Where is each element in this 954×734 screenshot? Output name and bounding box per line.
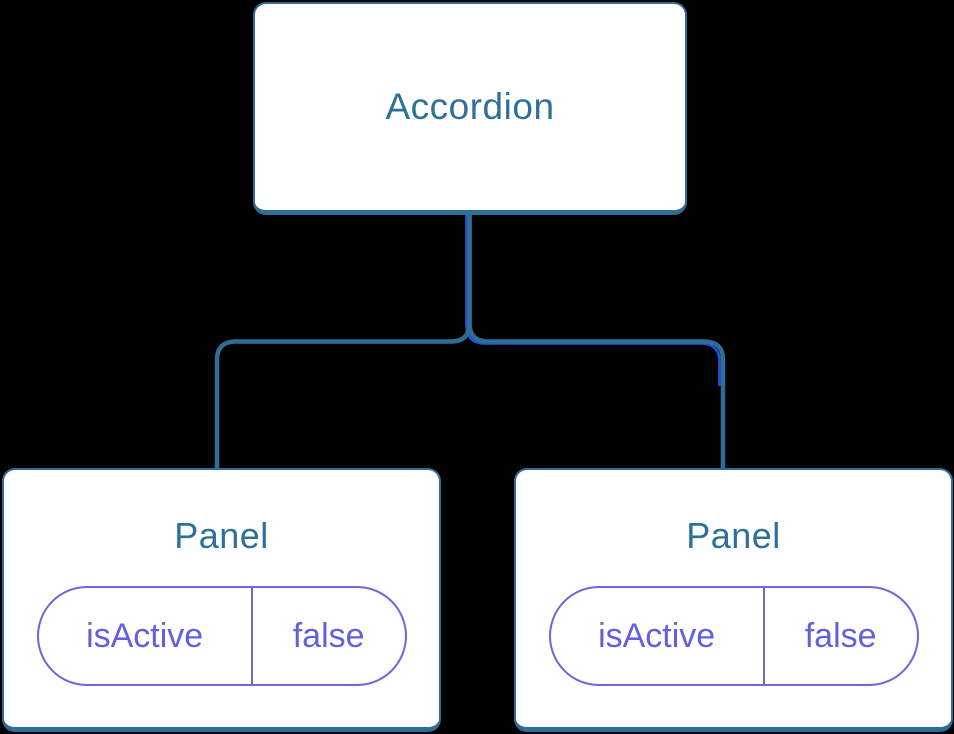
node-accordion-label: Accordion [385,86,555,127]
panel-2-state-pill: isActive false [548,586,919,687]
panel-1-state-pill: isActive false [36,586,407,687]
panel-1-state-value: false [292,616,365,655]
panel-1-state-key: isActive [39,588,253,685]
panel-2-state-key: isActive [551,588,765,685]
node-panel-1-title: Panel [174,515,269,556]
edge-accordion-to-panel-1 [214,210,472,470]
node-panel-2: Panel isActive false [514,468,953,732]
edge-accordion-to-panel-2 [467,210,726,470]
panel-2-state-value: false [804,616,877,655]
node-panel-1: Panel isActive false [2,468,441,732]
node-panel-2-title: Panel [686,515,781,556]
edge-highlight-accent [465,212,721,386]
node-accordion: Accordion [253,2,687,215]
